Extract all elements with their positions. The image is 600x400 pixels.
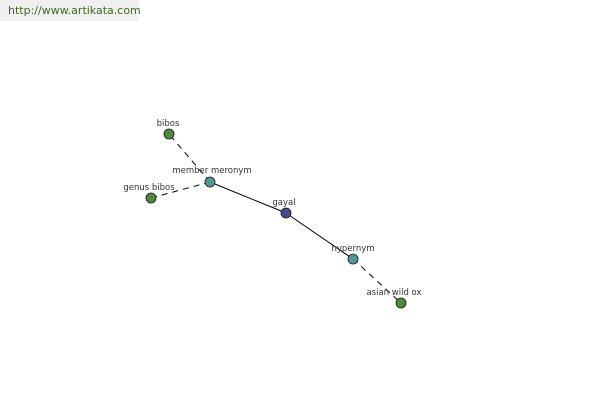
node-dot-hypernym[interactable] (347, 253, 359, 265)
node-bibos[interactable]: bibos (157, 119, 180, 140)
node-hypernym[interactable]: hypernym (331, 244, 375, 265)
node-gayal[interactable]: gayal (272, 198, 296, 219)
node-genus-bibos[interactable]: genus bibos (123, 183, 175, 204)
edge-gayal-hypernym (285, 212, 354, 260)
node-label-member-meronym: member meronym (172, 166, 251, 176)
node-label-hypernym: hypernym (331, 244, 374, 254)
node-member-meronym[interactable]: member meronym (172, 166, 252, 188)
node-label-bibos: bibos (157, 119, 180, 129)
edges-layer (150, 133, 402, 304)
node-label-genus-bibos: genus bibos (123, 183, 175, 193)
node-dot-member-meronym[interactable] (204, 176, 216, 188)
edge-gayal-member-meronym (209, 181, 287, 214)
node-dot-gayal[interactable] (280, 207, 292, 219)
node-dot-asian-wild-ox[interactable] (395, 297, 407, 309)
node-asian-wild-ox[interactable]: asian wild ox (366, 288, 422, 309)
node-dot-genus-bibos[interactable] (145, 192, 157, 204)
node-label-gayal: gayal (272, 198, 295, 208)
site-url-link[interactable]: http://www.artikata.com (0, 0, 141, 21)
node-label-asian-wild-ox: asian wild ox (366, 288, 421, 298)
node-dot-bibos[interactable] (163, 128, 175, 140)
nodes-layer: gayal member meronym hypernym bibos genus bi… (123, 119, 422, 309)
